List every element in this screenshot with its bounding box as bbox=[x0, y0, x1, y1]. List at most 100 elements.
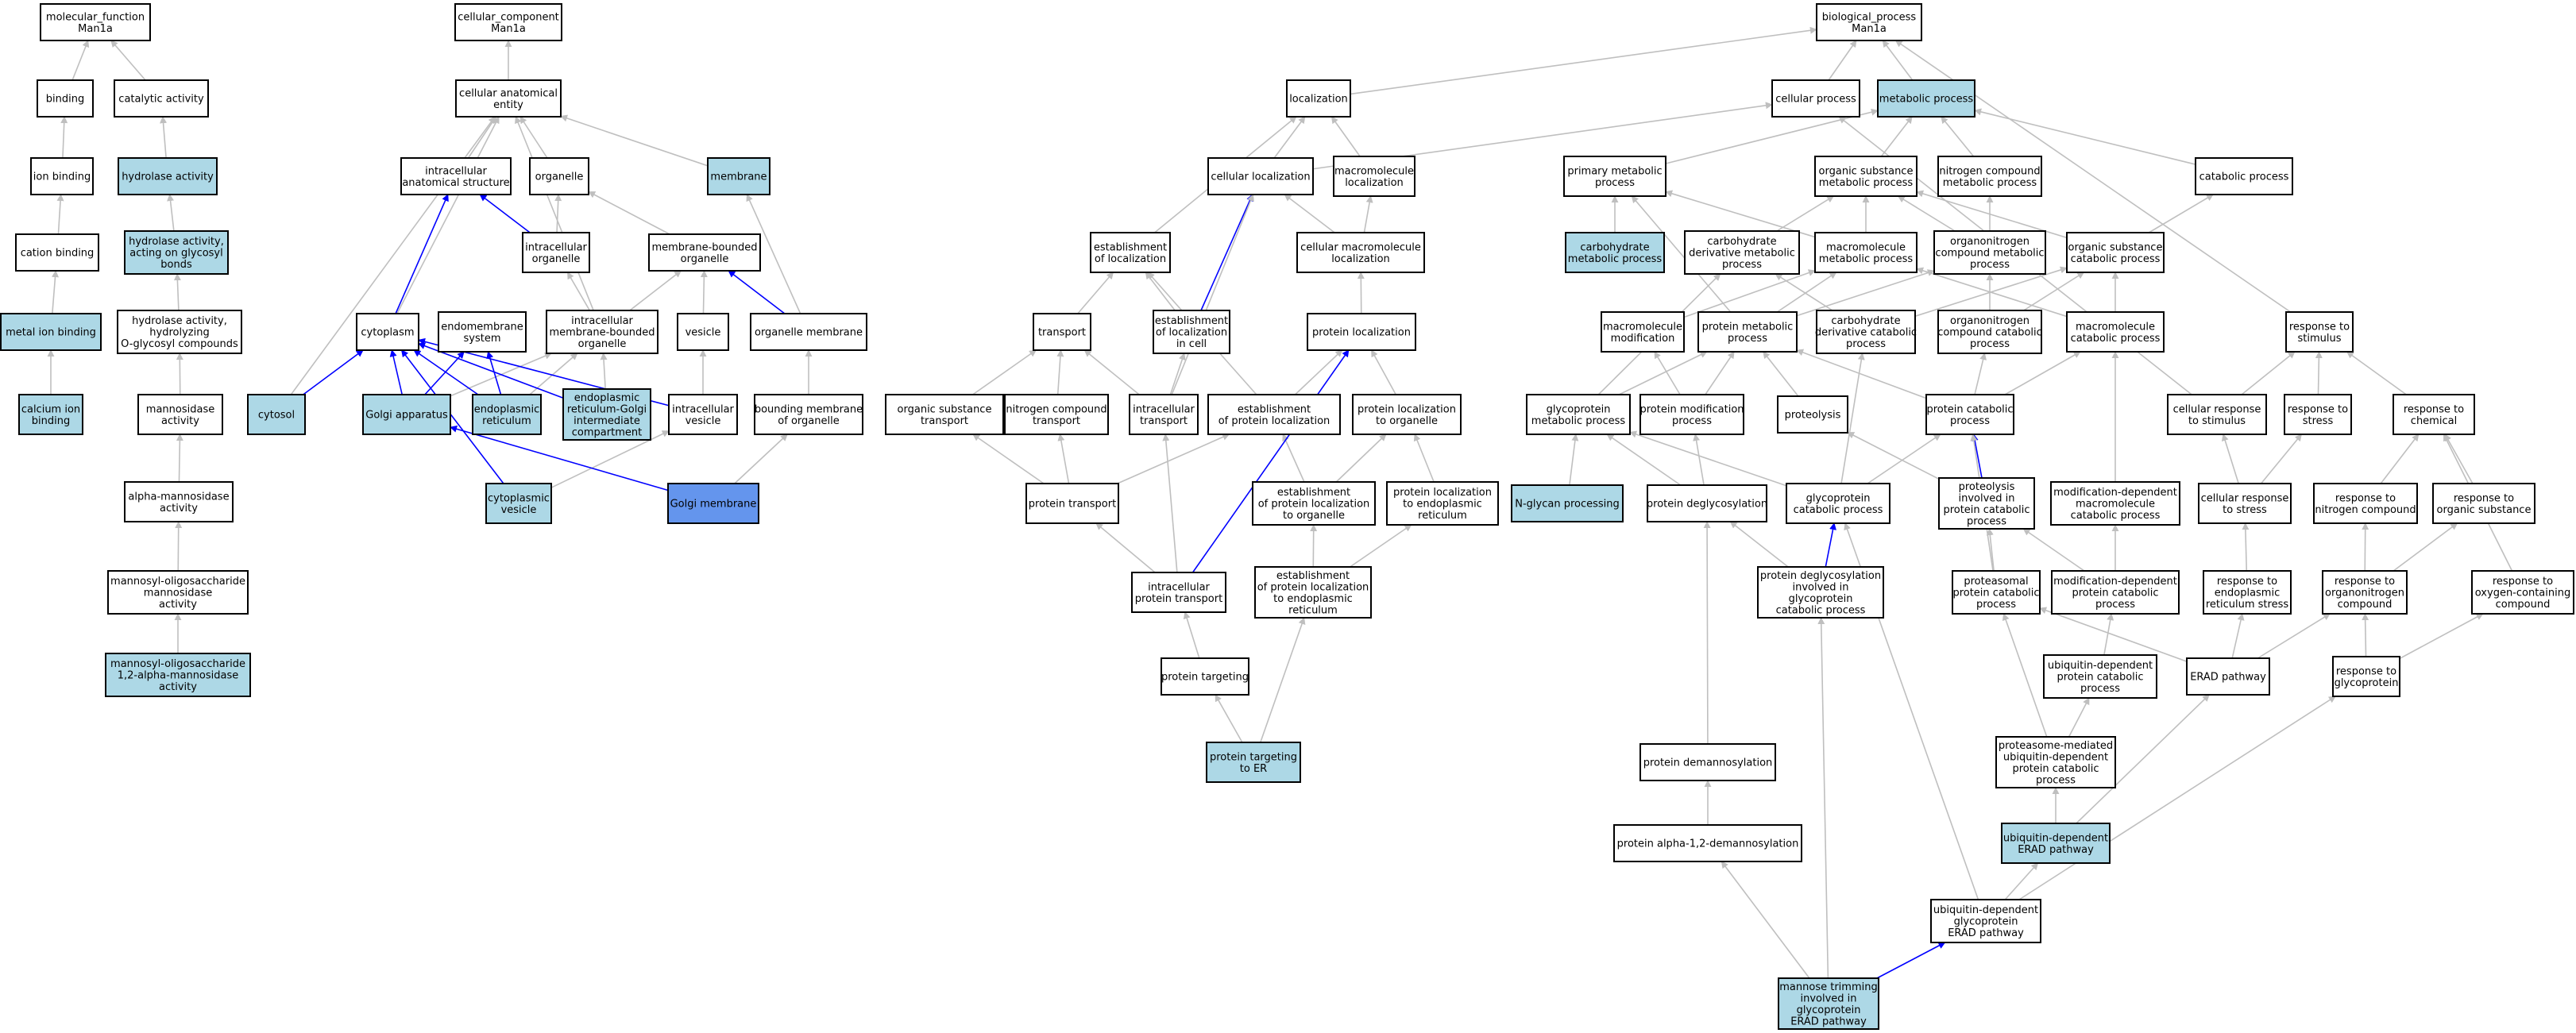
go-term-moddepmacrocat[interactable]: modification-dependentmacromoleculecatab… bbox=[2050, 481, 2180, 526]
go-term-cellproc[interactable]: cellular process bbox=[1771, 79, 1860, 118]
go-term-organelle[interactable]: organelle bbox=[529, 157, 589, 195]
go-term-binding[interactable]: binding bbox=[37, 79, 94, 118]
go-term-localization[interactable]: localization bbox=[1286, 79, 1351, 118]
go-term-cationbind[interactable]: cation binding bbox=[15, 233, 99, 272]
go-term-hydro[interactable]: hydrolase activity bbox=[118, 157, 218, 195]
go-term-nglycan[interactable]: N-glycan processing bbox=[1511, 484, 1624, 522]
go-term-orgmem[interactable]: organelle membrane bbox=[750, 313, 867, 351]
go-term-mannoligo[interactable]: mannosyl-oligosaccharidemannosidaseactiv… bbox=[107, 570, 249, 615]
go-term-hydroglyc[interactable]: hydrolase activity,acting on glycosylbon… bbox=[124, 230, 229, 275]
go-term-catact[interactable]: catalytic activity bbox=[114, 79, 209, 118]
go-term-hydroO[interactable]: hydrolase activity,hydrolyzingO-glycosyl… bbox=[117, 310, 242, 354]
go-term-erad[interactable]: ERAD pathway bbox=[2186, 657, 2270, 696]
go-term-membrane[interactable]: membrane bbox=[707, 157, 770, 195]
go-term-catproc[interactable]: catabolic process bbox=[2195, 157, 2293, 195]
go-term-protalpha[interactable]: protein alpha-1,2-demannosylation bbox=[1613, 824, 1802, 862]
go-term-vesicle[interactable]: vesicle bbox=[677, 313, 729, 351]
go-term-ergic[interactable]: endoplasmicreticulum-Golgiintermediateco… bbox=[562, 388, 651, 441]
go-term-protdemann[interactable]: protein demannosylation bbox=[1639, 743, 1776, 781]
go-term-protdeglyc[interactable]: protein deglycosylation bbox=[1647, 484, 1767, 522]
go-term-prottargeting[interactable]: protein targeting bbox=[1161, 657, 1249, 696]
go-term-ionbind[interactable]: ion binding bbox=[30, 157, 94, 195]
go-term-metproc[interactable]: metabolic process bbox=[1877, 79, 1975, 118]
go-term-protloc[interactable]: protein localization bbox=[1307, 313, 1416, 351]
go-term-cytosol[interactable]: cytosol bbox=[247, 394, 306, 435]
go-term-transport[interactable]: transport bbox=[1033, 313, 1091, 351]
go-term-proteasomeubi[interactable]: proteasome-mediatedubiquitin-dependentpr… bbox=[1995, 736, 2116, 788]
go-term-celloc[interactable]: cellular localization bbox=[1207, 157, 1314, 195]
go-term-metalion[interactable]: metal ion binding bbox=[0, 313, 102, 351]
go-term-golgimem[interactable]: Golgi membrane bbox=[667, 483, 759, 524]
go-term-proteolysis[interactable]: proteolysis bbox=[1777, 395, 1848, 434]
go-term-prottransport[interactable]: protein transport bbox=[1025, 483, 1119, 524]
go-term-cytoplasm[interactable]: cytoplasm bbox=[356, 313, 419, 351]
go-term-mannoligo12[interactable]: mannosyl-oligosaccharide1,2-alpha-mannos… bbox=[105, 653, 251, 697]
go-term-golgi[interactable]: Golgi apparatus bbox=[362, 394, 451, 435]
